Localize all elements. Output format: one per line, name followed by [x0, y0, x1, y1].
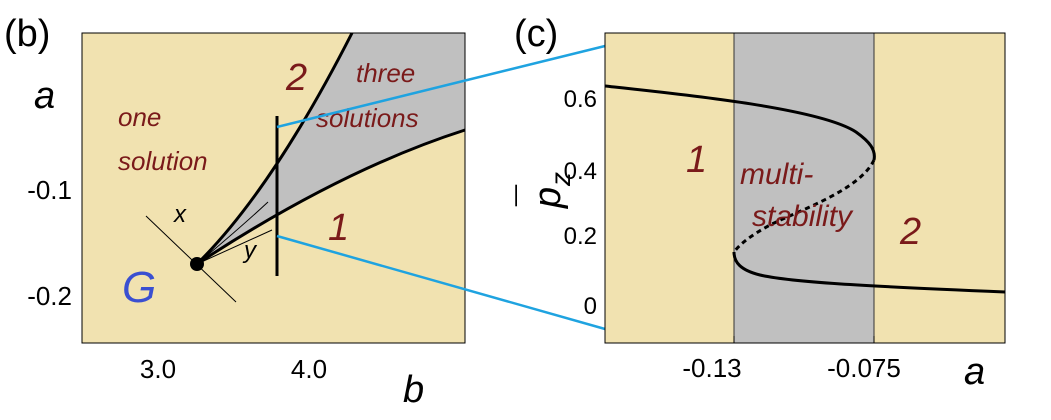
panel-c-xlabel: a: [964, 351, 985, 393]
panel-c-ylabel-main: p: [527, 187, 569, 209]
region-one-solution-line2: solution: [118, 146, 208, 176]
panel-c-ylabel-bar: ¯: [511, 184, 553, 207]
panel-b-xlabel: b: [403, 369, 424, 411]
panel-c-ylabel: p ¯ z: [511, 172, 576, 209]
panel-b-frame: [81, 32, 466, 344]
upper-stable-branch: [604, 84, 876, 161]
panel-c-ylabel-sub: z: [545, 172, 576, 187]
panel-b: (b) a -0.1 -0.2 3.0 4.0 b one solution t…: [4, 13, 466, 411]
panel-c: (c) 0.6 0.4 0.2 0 -0.13 -0.075 a p ¯ z 1…: [511, 13, 1006, 393]
cusp-point-label: G: [122, 263, 156, 312]
panel-b-ylabel: a: [34, 75, 55, 117]
panel-c-ytick-1: 0.6: [564, 86, 597, 113]
region-label-1: 1: [686, 139, 707, 181]
multistability-label-line2: stability: [752, 200, 854, 233]
panel-c-xtick-2: -0.075: [827, 353, 901, 383]
local-axis-x-label: x: [173, 201, 187, 228]
multistability-label-line1: multi-: [740, 158, 813, 191]
cusp-point-g: [190, 257, 204, 271]
multistability-region: [733, 32, 875, 344]
panel-c-xtick-1: -0.13: [682, 353, 741, 383]
panel-c-label: (c): [514, 13, 558, 55]
panel-c-frame: [604, 32, 1006, 344]
panel-b-xtick-2: 4.0: [291, 354, 327, 384]
boundary-curve-2: [195, 32, 354, 266]
panel-c-ytick-2: 0.4: [564, 158, 597, 185]
region-one-solution-line1: one: [118, 102, 161, 132]
boundary-label-2: 2: [285, 57, 307, 99]
panel-c-ytick-4: 0: [584, 293, 597, 320]
lower-stable-branch: [732, 251, 1006, 294]
zoom-line-top: [276, 44, 606, 129]
local-axis-x: [145, 215, 237, 303]
panel-b-ytick-1: -0.1: [27, 175, 72, 205]
panel-b-label: (b): [4, 13, 50, 55]
panel-b-ytick-2: -0.2: [27, 281, 72, 311]
panel-b-xtick-1: 3.0: [140, 354, 176, 384]
panel-c-ytick-3: 0.2: [564, 223, 597, 250]
boundary-label-1: 1: [328, 207, 349, 249]
region-three-solutions-line1: three: [356, 58, 415, 88]
boundary-curve-1: [196, 128, 466, 266]
region-label-2: 2: [899, 211, 921, 253]
local-axis-y-label: y: [242, 237, 258, 264]
region-three-solutions-line2: solutions: [316, 103, 419, 133]
inner-cusp-curve: [196, 201, 269, 265]
local-axis-y: [196, 229, 273, 265]
zoom-line-bottom: [276, 234, 606, 331]
unstable-branch: [732, 159, 876, 253]
